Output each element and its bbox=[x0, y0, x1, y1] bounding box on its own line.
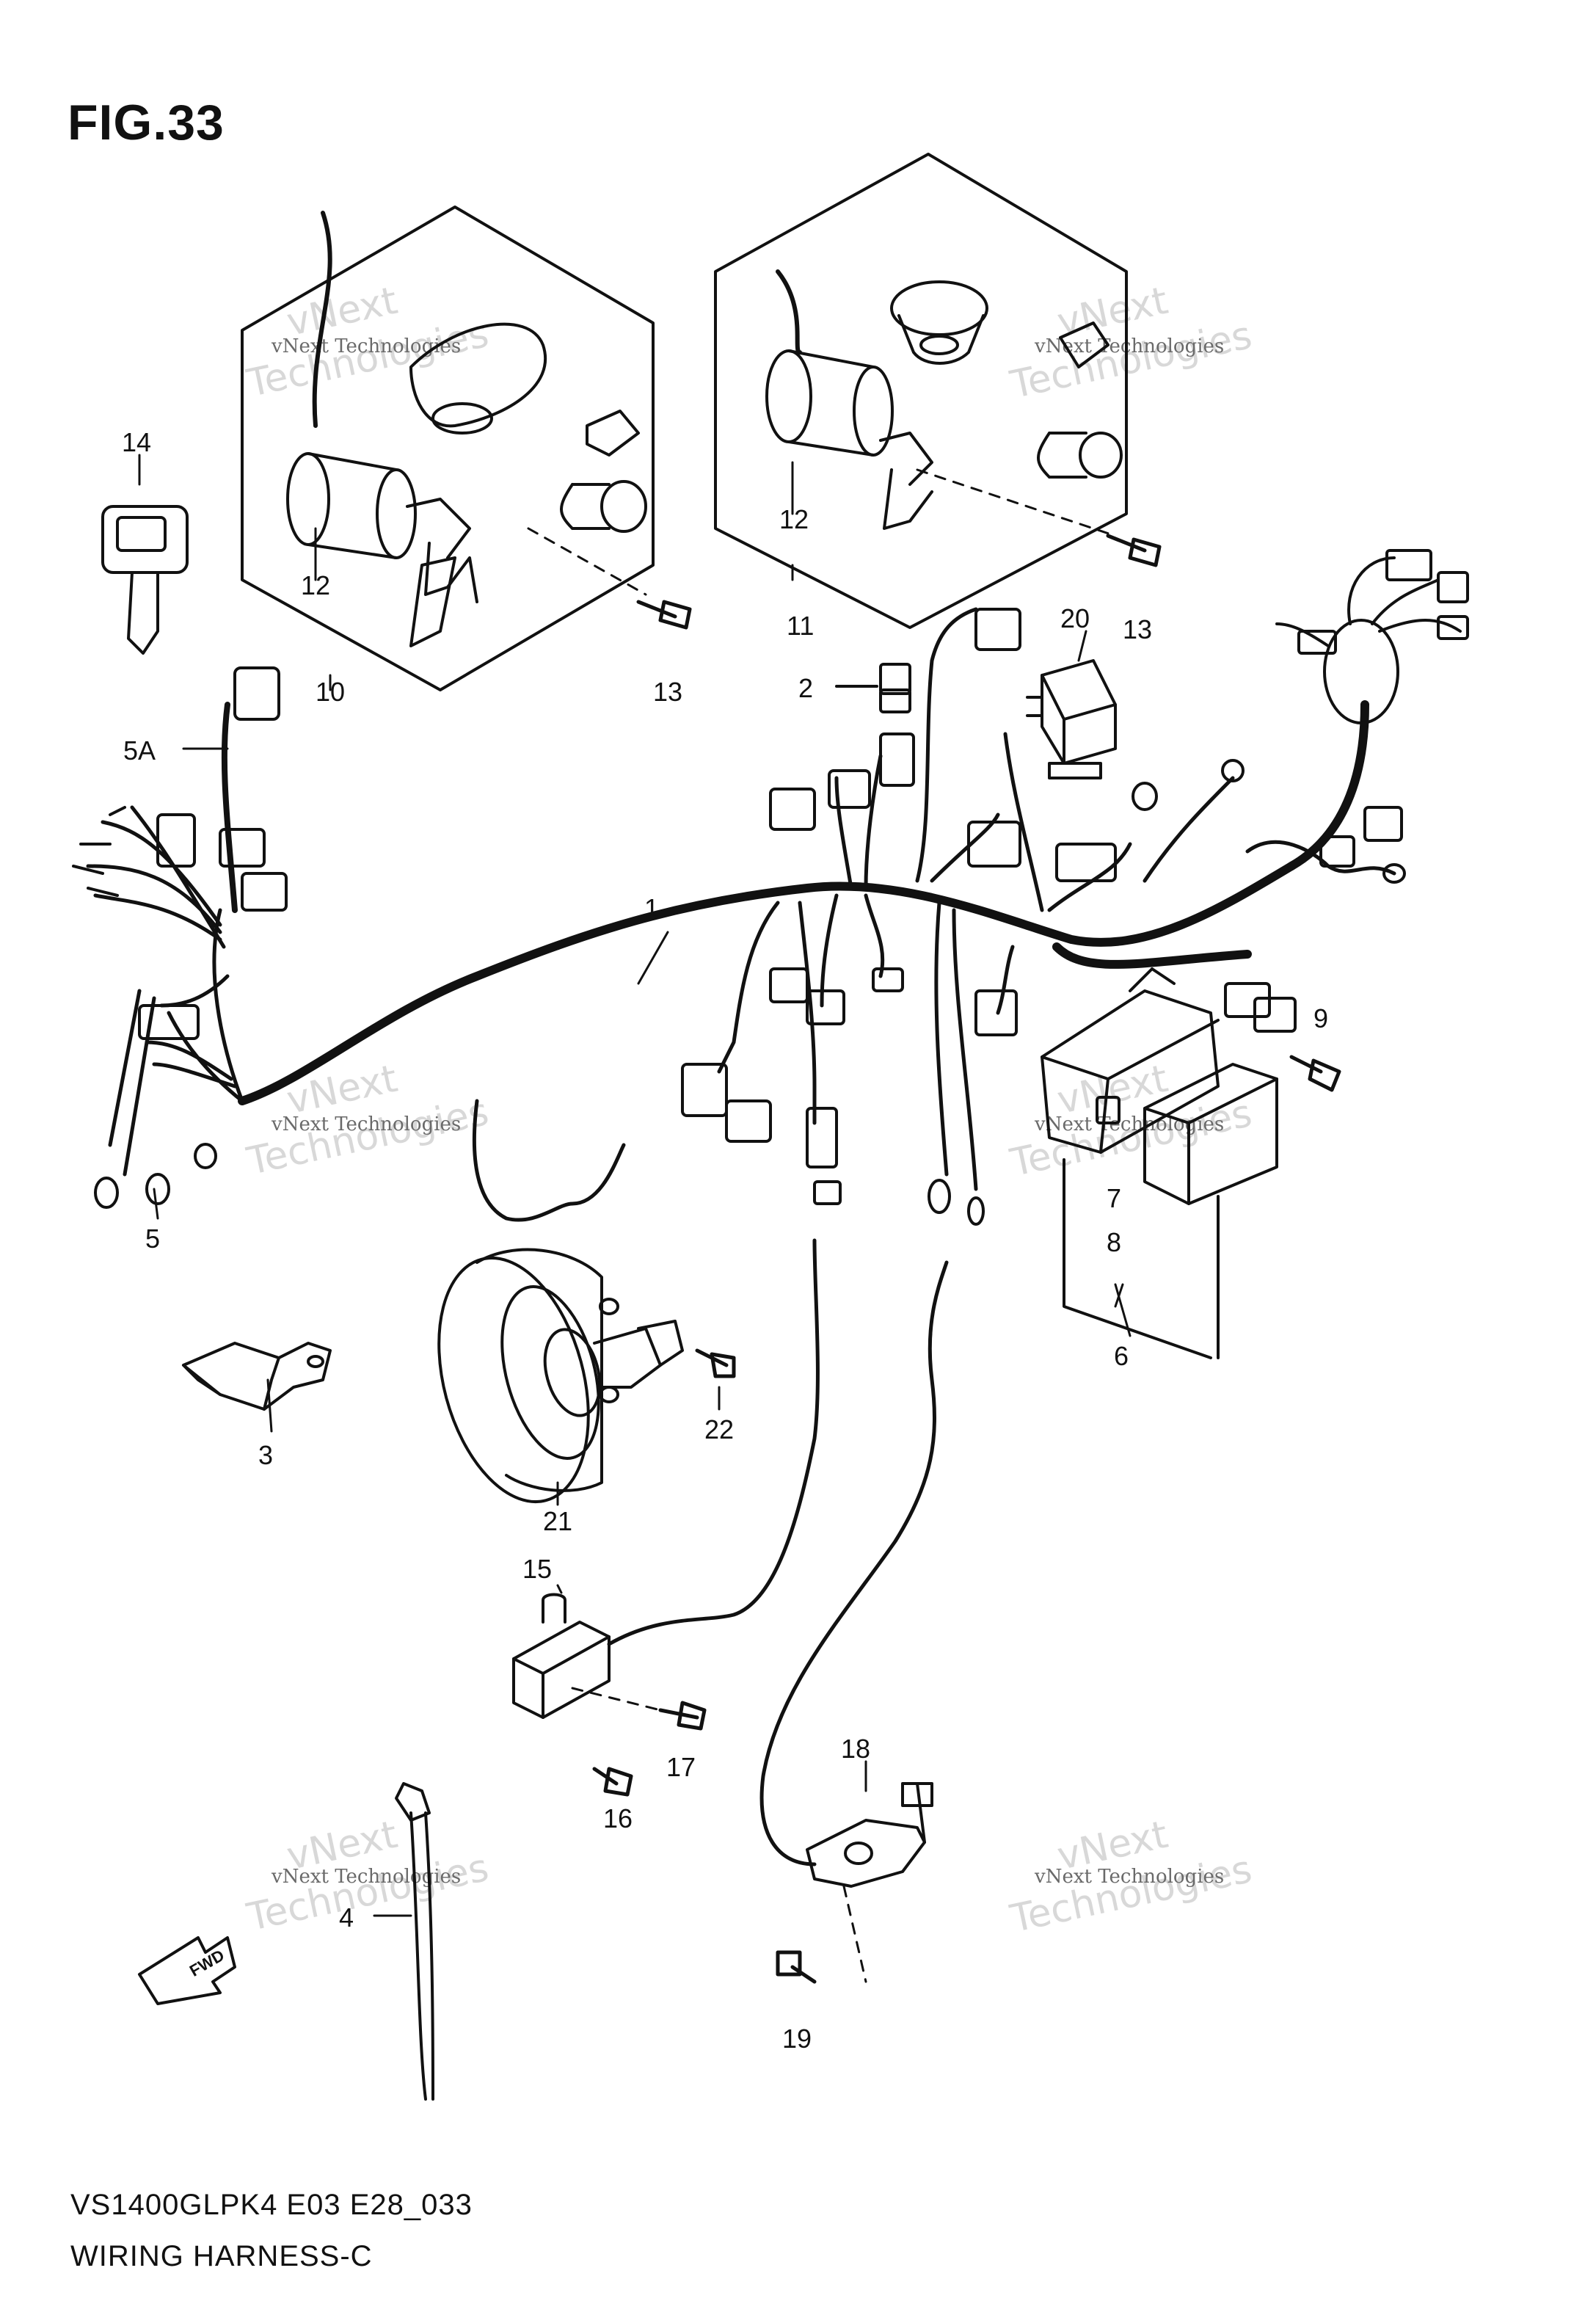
screw-17 bbox=[571, 1687, 707, 1731]
switch-15 bbox=[512, 1238, 820, 1719]
ignition-kit-box-11 bbox=[714, 153, 1128, 629]
sensor-18 bbox=[759, 1260, 949, 1983]
ignition-cover-left bbox=[409, 322, 647, 533]
callout-5: 5 bbox=[145, 1224, 160, 1254]
callout-15: 15 bbox=[522, 1554, 552, 1584]
callout-13-left: 13 bbox=[653, 677, 682, 707]
watermark-mid-left: vNext Technologies bbox=[243, 1057, 492, 1185]
bolt-22 bbox=[695, 1348, 736, 1378]
leader-lines bbox=[138, 454, 1132, 1917]
callout-3: 3 bbox=[258, 1440, 273, 1470]
bolt-19 bbox=[776, 1950, 817, 1984]
watermark-small: vNext Technologies bbox=[1034, 1113, 1224, 1135]
callout-14: 14 bbox=[122, 427, 151, 457]
fuse-2 bbox=[835, 663, 911, 695]
cable-tie-4 bbox=[395, 1782, 434, 2101]
ignition-switch-12-right bbox=[765, 269, 933, 530]
callout-18: 18 bbox=[841, 1734, 870, 1764]
callout-16: 16 bbox=[603, 1803, 633, 1833]
watermark-small: vNext Technologies bbox=[271, 335, 461, 357]
harness-1-connectors bbox=[72, 549, 1469, 1226]
callout-5a: 5A bbox=[123, 735, 156, 766]
screw-13-right bbox=[916, 468, 1162, 567]
callout-9: 9 bbox=[1313, 1003, 1328, 1033]
screw-9 bbox=[1289, 1055, 1341, 1092]
callout-17: 17 bbox=[666, 1752, 696, 1782]
watermark-top-left: vNext Technologies bbox=[243, 279, 492, 407]
diagram-name: WIRING HARNESS-C bbox=[70, 2240, 373, 2272]
control-unit-6 bbox=[1041, 967, 1278, 1359]
ignition-kit-box-10 bbox=[241, 206, 655, 691]
harness-1-branches bbox=[86, 607, 1396, 1222]
callout-19: 19 bbox=[782, 2024, 812, 2054]
ignition-cap-right bbox=[890, 280, 1123, 479]
callout-4: 4 bbox=[339, 1902, 354, 1933]
callout-10: 10 bbox=[316, 677, 345, 707]
callout-21: 21 bbox=[543, 1506, 572, 1536]
figure-title: FIG.33 bbox=[68, 95, 225, 150]
key-14 bbox=[101, 505, 189, 655]
callout-8: 8 bbox=[1107, 1227, 1121, 1257]
ignition-switch-12-left bbox=[286, 211, 478, 647]
callouts: 1 2 3 4 5 5A 6 7 8 9 10 11 12 12 13 13 1… bbox=[122, 427, 1328, 2054]
screw-16 bbox=[592, 1767, 633, 1797]
main-wiring-harness-1 bbox=[238, 700, 1369, 1105]
callout-7: 7 bbox=[1107, 1183, 1121, 1213]
callout-20: 20 bbox=[1060, 603, 1090, 633]
horn-21 bbox=[437, 1248, 684, 1504]
fwd-arrow-icon bbox=[138, 1936, 236, 2005]
callout-6: 6 bbox=[1114, 1341, 1129, 1371]
model-code: VS1400GLPK4 E03 E28_033 bbox=[70, 2189, 473, 2221]
bracket-3 bbox=[182, 1342, 332, 1411]
callout-2: 2 bbox=[798, 673, 813, 703]
watermark-small: vNext Technologies bbox=[271, 1113, 461, 1135]
callout-11: 11 bbox=[787, 611, 814, 641]
callout-1: 1 bbox=[644, 893, 659, 923]
watermark-small: vNext Technologies bbox=[1034, 1866, 1224, 1888]
watermark-small: vNext Technologies bbox=[271, 1866, 461, 1888]
callout-12-left: 12 bbox=[301, 570, 330, 600]
relay-20 bbox=[1026, 659, 1117, 779]
callout-13-right: 13 bbox=[1123, 614, 1152, 644]
fuse-7 bbox=[1096, 1096, 1121, 1124]
screw-13-left bbox=[527, 527, 692, 630]
callout-22: 22 bbox=[704, 1414, 734, 1444]
callout-12-right: 12 bbox=[779, 504, 809, 534]
